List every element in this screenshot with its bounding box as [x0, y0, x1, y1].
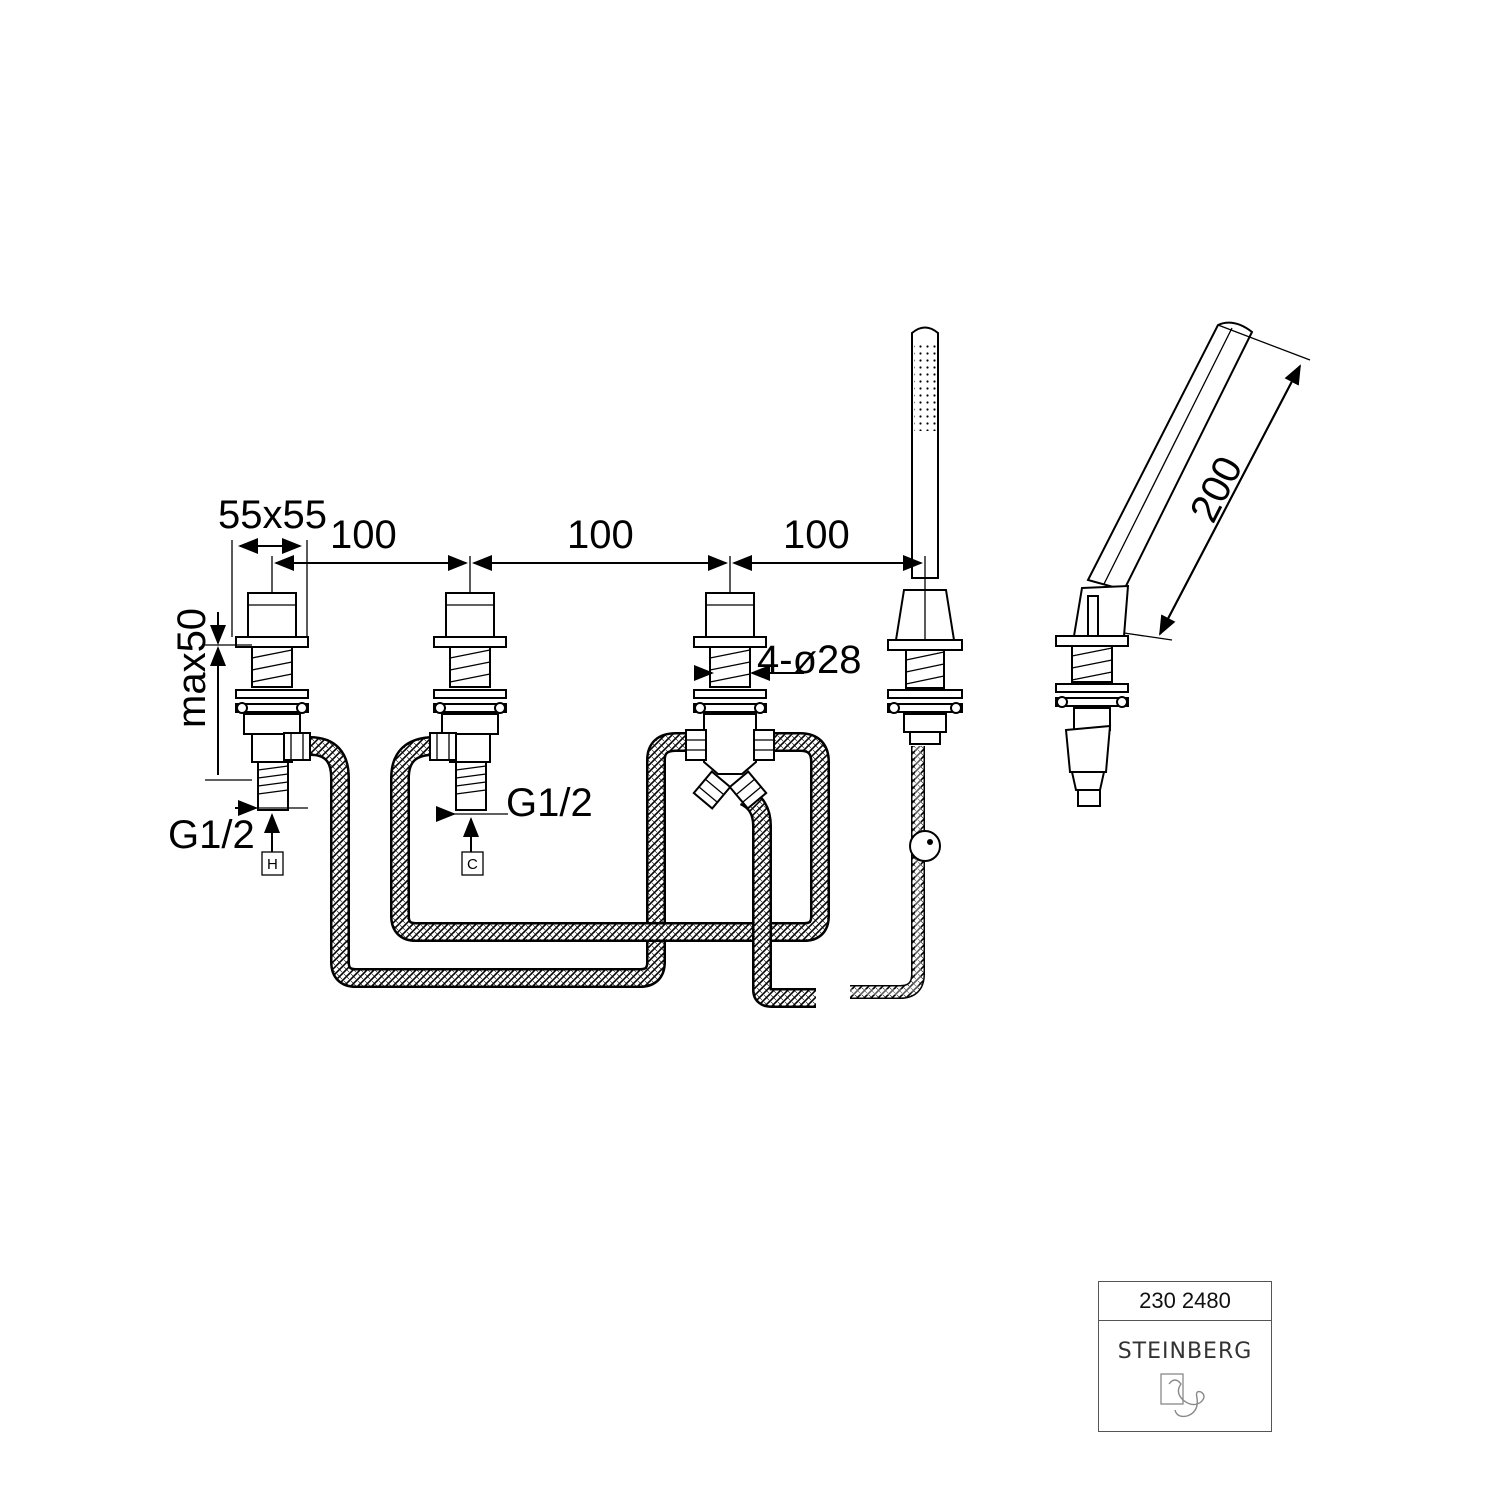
- cold-connection-label: C: [467, 856, 478, 873]
- dim-spacing-3-label: 100: [783, 513, 850, 557]
- dimension-lines: [205, 324, 1311, 852]
- valve-cold: [429, 592, 507, 811]
- brand-name: STEINBERG: [1117, 1339, 1253, 1364]
- handshower-hose: [850, 746, 925, 999]
- dim-spacing-2-label: 100: [567, 513, 634, 557]
- thread-cold-label: G1/2: [506, 781, 593, 825]
- thread-hot-label: G1/2: [168, 813, 255, 857]
- dim-square-label: 55x55: [218, 493, 327, 537]
- valve-hot: [235, 592, 311, 811]
- hot-connection-label: H: [267, 856, 278, 873]
- cold-connection-box: C: [461, 851, 484, 876]
- handshower-front: [887, 326, 963, 862]
- dim-height-label: max50: [170, 608, 214, 728]
- hose-diverter-outlet: [739, 786, 816, 1008]
- brand-logo-icon: [1160, 1373, 1205, 1418]
- dim-handshower-label: 200: [1182, 450, 1252, 529]
- handshower-side: [1055, 321, 1254, 807]
- title-block: 230 2480 STEINBERG: [1098, 1281, 1272, 1432]
- hose-hot-supply: [309, 732, 690, 988]
- hot-connection-box: H: [261, 851, 284, 876]
- dim-spacing-1-label: 100: [330, 513, 397, 557]
- diverter-valve: [685, 592, 775, 810]
- product-code: 230 2480: [1099, 1282, 1271, 1321]
- dim-holes-label: 4-ø28: [757, 638, 862, 682]
- hose-cold-supply: [390, 732, 830, 942]
